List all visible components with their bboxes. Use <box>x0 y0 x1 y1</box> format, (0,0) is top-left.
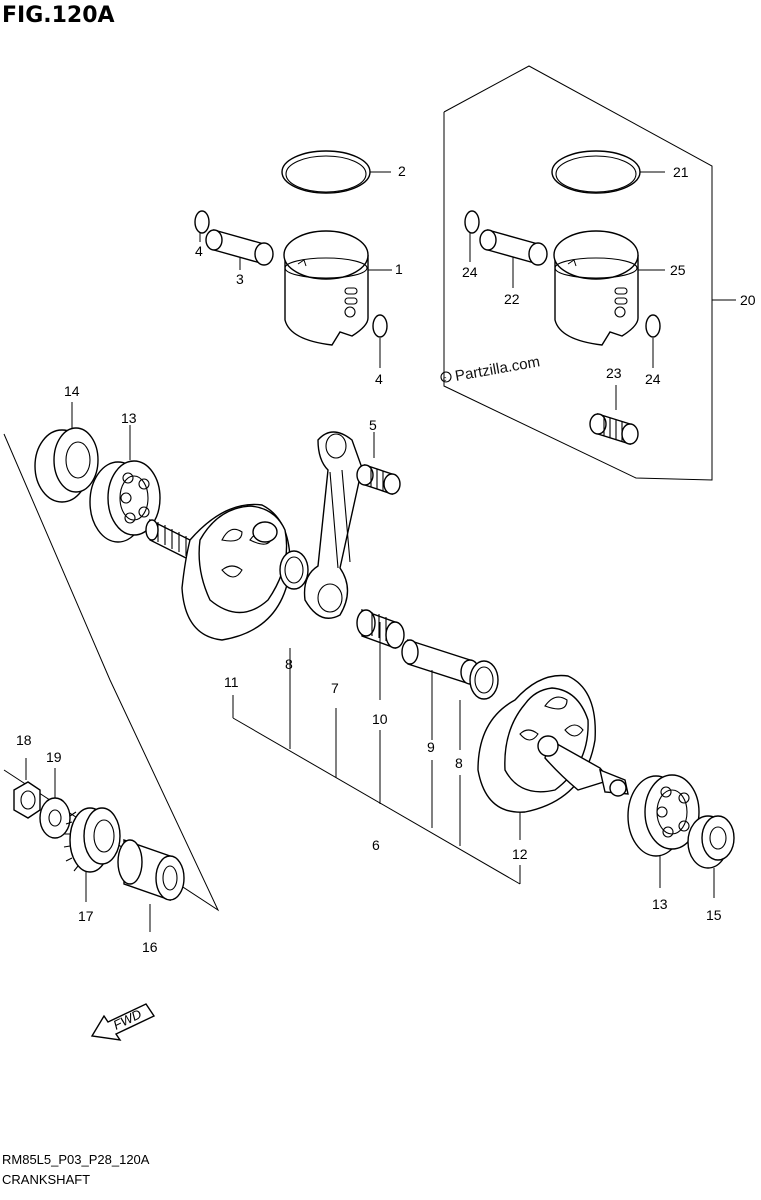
thrust-washer <box>469 660 499 700</box>
kit-piston-pin <box>479 229 548 266</box>
oil-seal <box>34 427 99 503</box>
forward-arrow-icon: FWD <box>90 1003 156 1041</box>
connecting-rod <box>303 431 363 619</box>
piston-ring <box>281 150 371 194</box>
callout-16: 16 <box>142 939 158 955</box>
callout-10: 10 <box>372 711 388 727</box>
washer <box>39 797 71 839</box>
callout-24: 24 <box>645 371 661 387</box>
big-end-bearing-top <box>356 464 401 495</box>
big-end-bearing <box>356 609 405 649</box>
thrust-washer <box>279 550 309 590</box>
spacer <box>117 839 185 901</box>
callout-19: 19 <box>46 749 62 765</box>
crank-pin <box>401 639 480 685</box>
callout-5: 5 <box>369 417 377 433</box>
small-end-bearing <box>589 413 639 445</box>
callout-13: 13 <box>121 410 137 426</box>
callout-4: 4 <box>195 243 203 259</box>
piston-pin <box>205 229 274 266</box>
circlip <box>372 314 388 338</box>
callout-8: 8 <box>285 656 293 672</box>
assembly-bracket <box>232 622 521 885</box>
nut <box>13 781 41 819</box>
callout-9: 9 <box>427 739 435 755</box>
callout-11: 11 <box>224 674 239 690</box>
circlip <box>194 210 210 234</box>
callout-7: 7 <box>331 680 339 696</box>
callout-12: 12 <box>512 846 528 862</box>
watermark: c Partzilla.com <box>440 353 542 385</box>
callout-13: 13 <box>652 896 668 912</box>
callout-18: 18 <box>16 732 32 748</box>
callout-25: 25 <box>670 262 686 278</box>
diagram-code: RM85L5_P03_P28_120A <box>2 1152 150 1167</box>
piston <box>283 230 369 346</box>
main-bearing <box>89 460 161 543</box>
kit-piston-ring <box>551 150 641 194</box>
piston-kit-outline <box>443 65 713 481</box>
callout-21: 21 <box>673 164 689 180</box>
callout-6: 6 <box>372 837 380 853</box>
callout-8: 8 <box>455 755 463 771</box>
callout-23: 23 <box>606 365 622 381</box>
callout-24: 24 <box>462 264 478 280</box>
callout-15: 15 <box>706 907 722 923</box>
callout-1: 1 <box>395 261 403 277</box>
callout-17: 17 <box>78 908 94 924</box>
oil-seal <box>687 815 735 869</box>
callout-4: 4 <box>375 371 383 387</box>
svg-text:c: c <box>443 376 447 383</box>
diagram-name: CRANKSHAFT <box>2 1172 90 1187</box>
callout-14: 14 <box>64 383 80 399</box>
svg-text:Partzilla.com: Partzilla.com <box>454 353 542 385</box>
figure-title: FIG.120A <box>2 3 115 28</box>
main-bearing <box>627 774 700 857</box>
primary-drive-gear <box>63 807 121 873</box>
callout-2: 2 <box>398 163 406 179</box>
callout-20: 20 <box>740 292 756 308</box>
right-crankshaft-half <box>477 674 629 813</box>
kit-circlip <box>464 210 480 234</box>
kit-piston <box>553 230 639 346</box>
left-crankshaft-half <box>145 503 291 641</box>
callout-3: 3 <box>236 271 244 287</box>
callout-22: 22 <box>504 291 520 307</box>
kit-circlip <box>645 314 661 338</box>
